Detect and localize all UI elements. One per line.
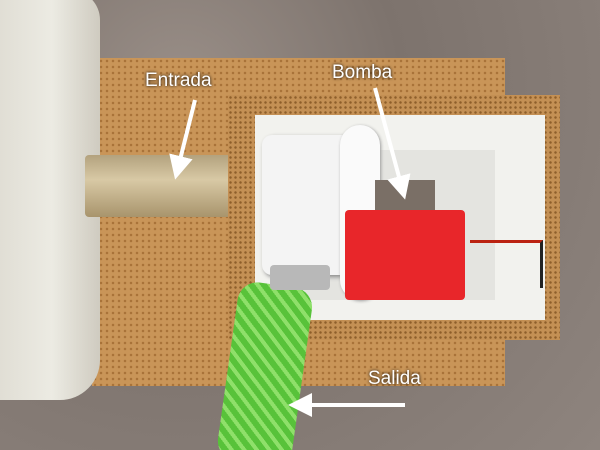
pump-arrow	[373, 87, 411, 200]
inlet-label: Entrada	[145, 70, 212, 91]
hose-clamp	[270, 265, 330, 290]
outlet-label: Salida	[368, 368, 421, 389]
red-motor-cover	[345, 210, 465, 300]
pump-label: Bomba	[332, 62, 393, 83]
inlet-pipe	[85, 155, 245, 217]
inlet-arrow	[169, 99, 197, 180]
water-container	[0, 0, 100, 400]
power-wires	[470, 240, 543, 288]
